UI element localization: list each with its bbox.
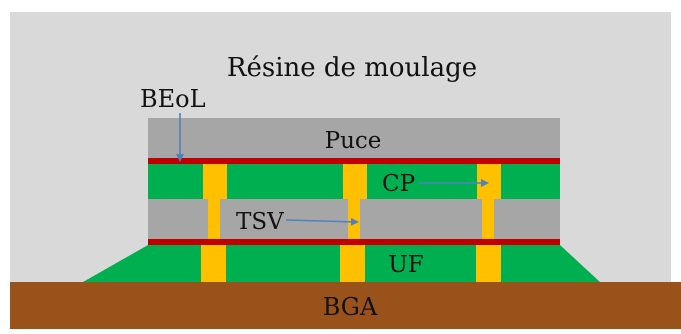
copper-pillar <box>340 245 365 282</box>
label-mold: Résine de moulage <box>227 53 477 83</box>
label-beol: BEoL <box>140 85 206 113</box>
tsv-pointer-arrow <box>285 217 359 226</box>
copper-pillar <box>476 245 501 282</box>
copper-pillar <box>343 164 367 199</box>
copper-pillar <box>201 245 226 282</box>
tsv-via <box>208 199 220 239</box>
copper-pillar <box>477 164 501 199</box>
bga-substrate <box>10 282 681 329</box>
label-cp: CP <box>382 171 415 197</box>
copper-pillar <box>203 164 227 199</box>
tsv-via <box>482 199 494 239</box>
beol-layer-top <box>148 158 560 164</box>
label-bga: BGA <box>323 293 378 321</box>
tsv-via <box>348 199 360 239</box>
label-uf: UF <box>388 252 423 278</box>
beol-layer-bottom <box>148 239 560 245</box>
label-tsv: TSV <box>236 209 284 235</box>
die-top <box>148 118 560 158</box>
label-die: Puce <box>325 128 382 154</box>
